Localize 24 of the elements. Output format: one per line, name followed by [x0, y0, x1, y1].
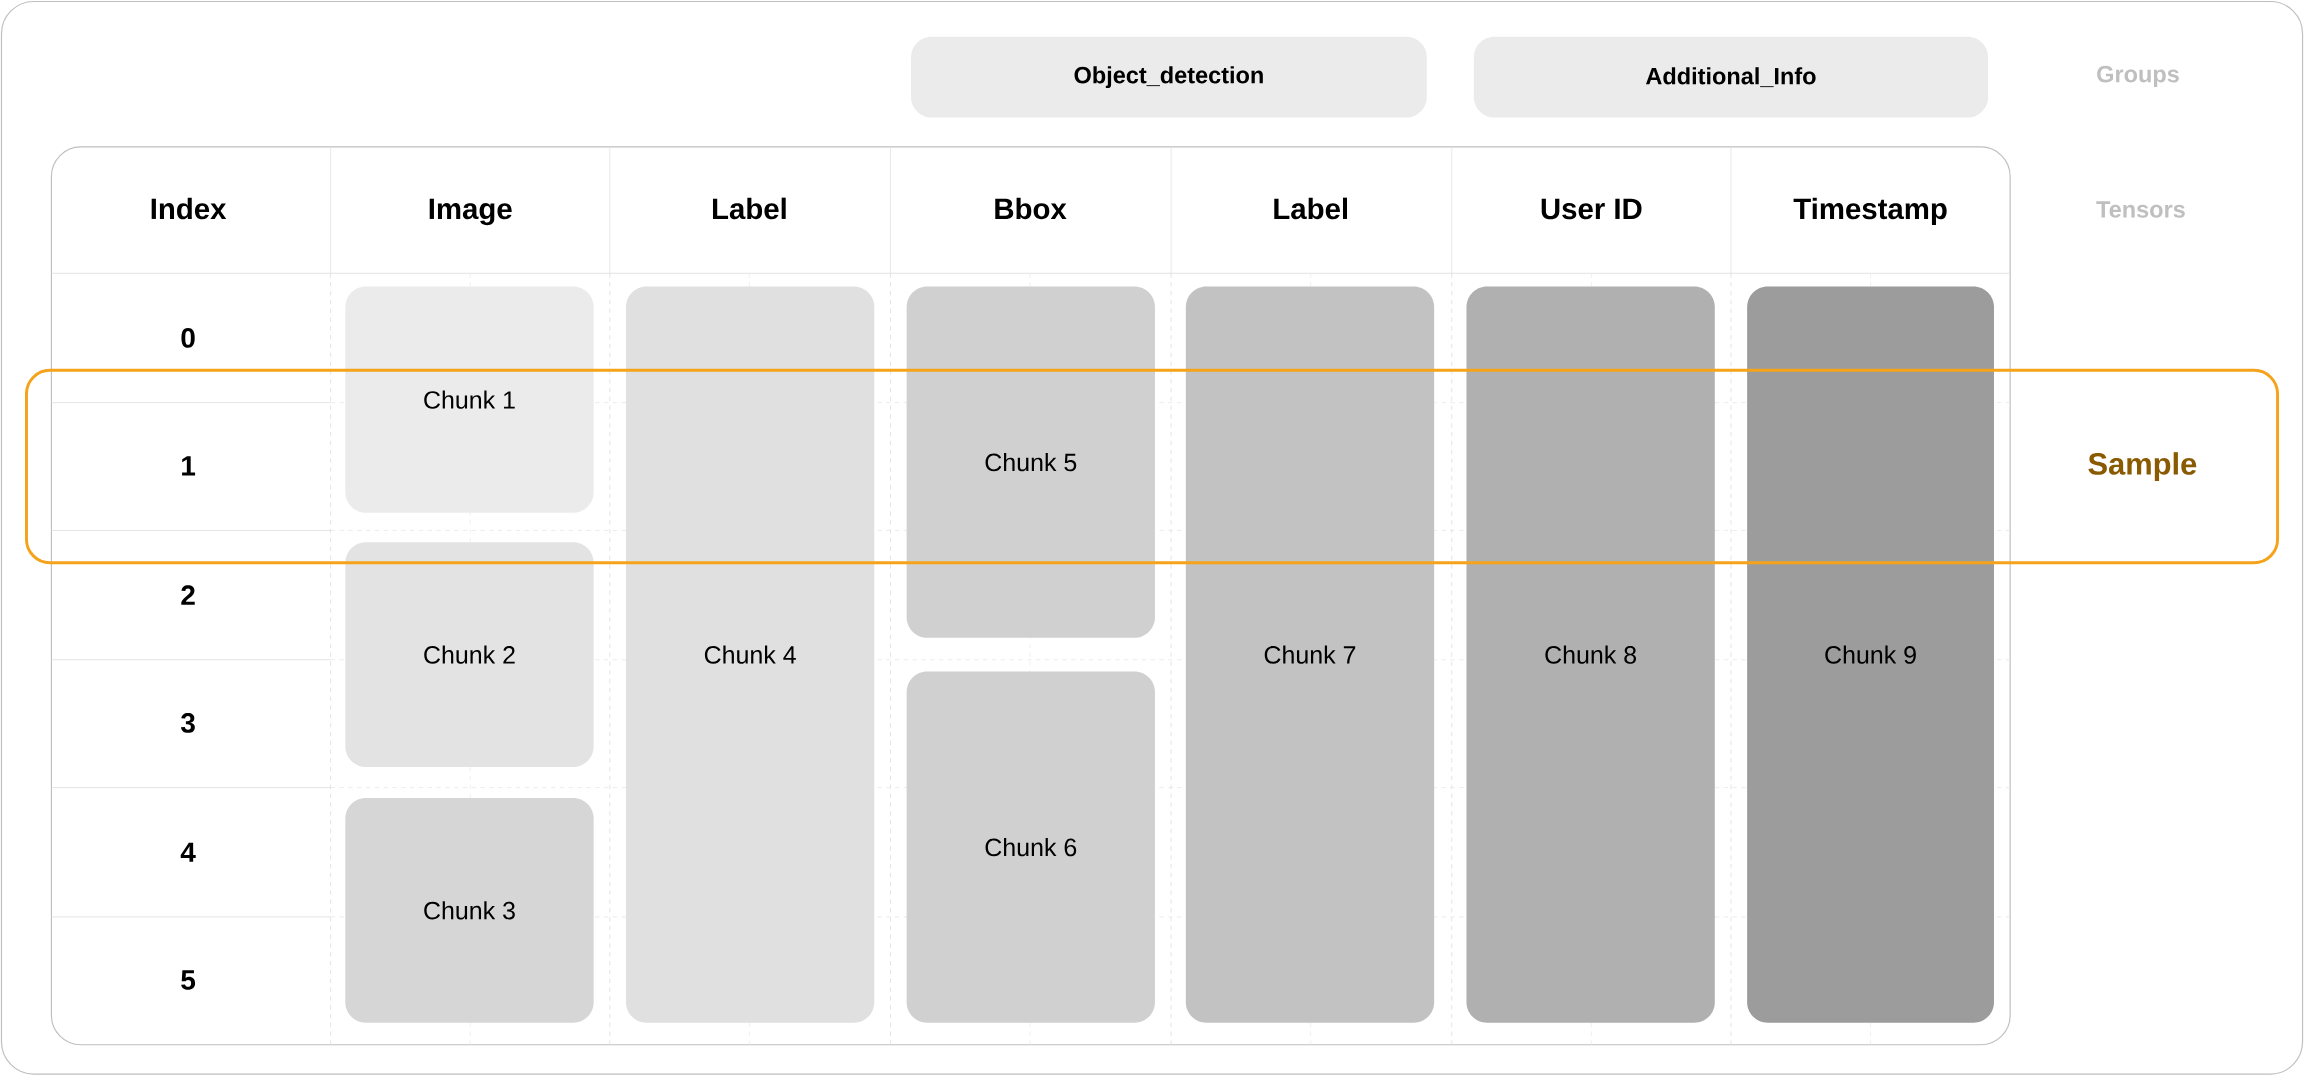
chunk-box: Chunk 4: [625, 286, 875, 1023]
chunk-box: Chunk 6: [906, 671, 1155, 1023]
row-index: 1: [182, 456, 196, 476]
chunk-box: Chunk 1: [345, 286, 594, 514]
chunk-box: Chunk 5: [906, 286, 1155, 638]
column-header: Bbox: [995, 197, 1067, 220]
chunk-box: Chunk 2: [345, 542, 594, 768]
group-pill: Object_detection: [911, 36, 1427, 118]
row-index: 5: [181, 970, 196, 991]
column-header: Image: [429, 198, 512, 226]
column-header: User ID: [1541, 198, 1642, 220]
column-header: Index: [151, 197, 227, 220]
column-header: Timestamp: [1793, 197, 1947, 226]
side-label: Groups: [2097, 66, 2179, 88]
column-header: Label: [1274, 197, 1347, 220]
chunk-box: Chunk 7: [1185, 286, 1435, 1023]
group-pill: Additional_Info: [1473, 36, 1989, 118]
row-index: 4: [180, 842, 196, 863]
side-label: Tensors: [2096, 201, 2185, 218]
chunk-box: Chunk 9: [1747, 286, 1994, 1023]
row-index: 3: [180, 713, 195, 734]
chunk-box: Chunk 3: [345, 798, 594, 1023]
chunk-box: Chunk 8: [1466, 286, 1715, 1023]
column-header: Label: [713, 197, 786, 220]
